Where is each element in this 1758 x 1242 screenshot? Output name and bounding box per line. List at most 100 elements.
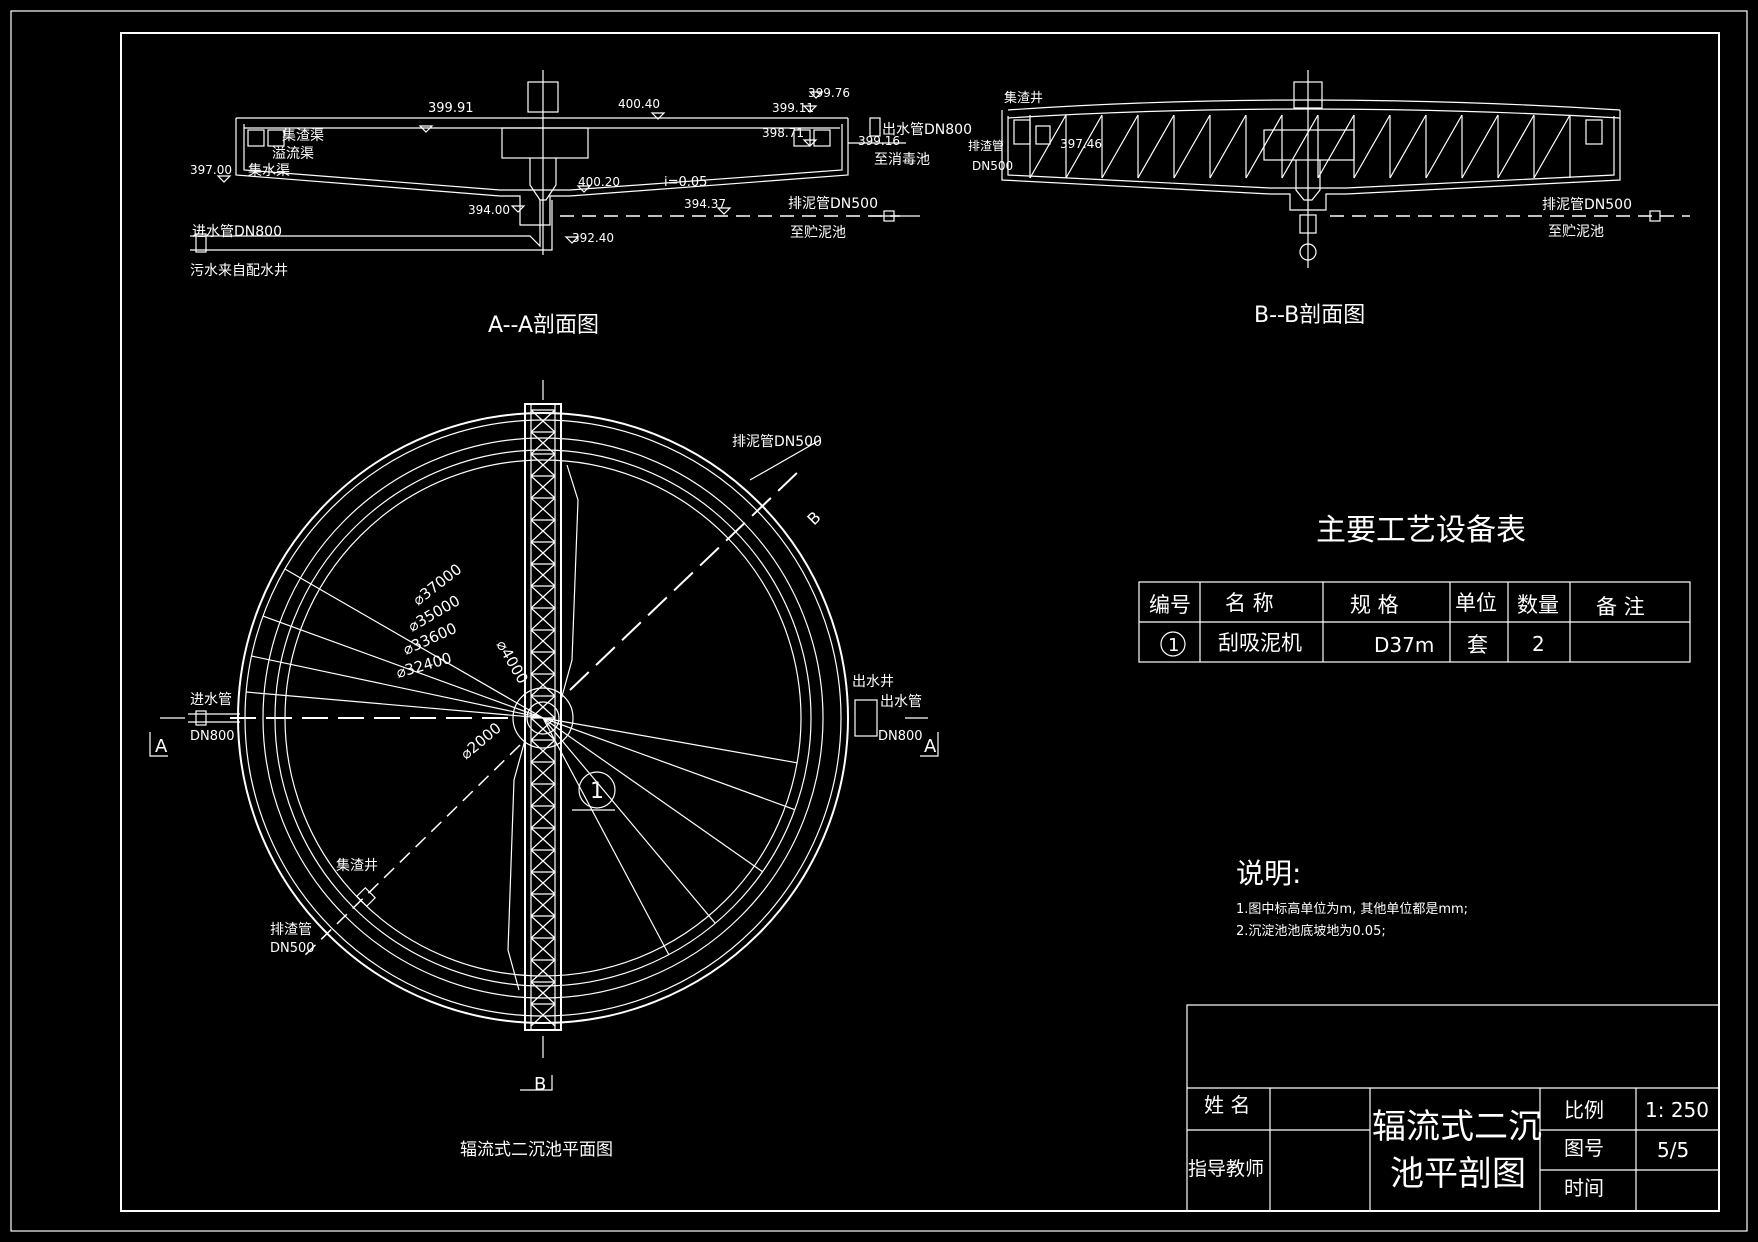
inner-border: [120, 32, 1720, 1212]
bb-scum-well: 集渣井: [1004, 90, 1043, 106]
bb-dn500: DN500: [972, 159, 1013, 173]
section-aa-title: A--A剖面图: [488, 313, 599, 338]
equipment-table: 主要工艺设备表 编号 名 称 规 格 单位 数量 备 注 1 刮吸泥机 D37m…: [1138, 513, 1691, 663]
bridge-diagonal: [530, 585, 556, 609]
bridge-diagonal: [530, 849, 556, 873]
bridge-diagonal: [530, 563, 556, 587]
plan-section-a-right: A: [924, 736, 937, 757]
bridge-diagonal: [530, 739, 556, 763]
dim-2000: ⌀2000: [457, 719, 505, 763]
truss-diagonal: [1281, 114, 1319, 179]
bridge-diagonal: [530, 959, 556, 983]
truss-diagonal: [1173, 114, 1211, 179]
bridge-diagonal: [530, 937, 556, 961]
tb-title-line2: 池平剖图: [1390, 1154, 1526, 1194]
elev-392-40: 392.40: [572, 231, 614, 245]
item-callout: [578, 771, 616, 809]
bridge-diagonal: [530, 783, 556, 807]
td-unit: 套: [1467, 633, 1488, 657]
bb-scum-pipe: 排渣管: [968, 138, 1004, 153]
plan-view: ⌀37000 ⌀35000 ⌀33600 ⌀32400 ⌀4000 ⌀2000 …: [149, 380, 939, 1160]
tb-scale-label: 比例: [1564, 1098, 1604, 1122]
td-spec: D37m: [1374, 633, 1434, 657]
plan-section-b-top: B: [803, 508, 824, 529]
bridge-diagonal: [530, 607, 556, 631]
bb-sludge-pipe: 排泥管DN500: [1542, 197, 1632, 213]
truss-diagonal: [1497, 114, 1535, 179]
title-block: 姓 名 指导教师 辐流式二沉 池平剖图 比例 1: 250 图号 5/5 时间: [1186, 1004, 1720, 1212]
bb-elev: 397.46: [1060, 137, 1102, 151]
tb-time-label: 时间: [1564, 1176, 1604, 1200]
elev-399-91: 399.91: [428, 101, 474, 116]
th-qty: 数量: [1517, 593, 1559, 617]
plan-title: 辐流式二沉池平面图: [460, 1140, 613, 1160]
truss-diagonal: [1533, 114, 1571, 179]
section-aa: 399.91 400.40 399.76 399.11 398.71 399.1…: [190, 70, 972, 338]
truss-diagonal: [1461, 114, 1499, 179]
plan-scum-dn: DN500: [270, 941, 315, 956]
note-2: 2.沉淀池池底坡地为0.05;: [1236, 923, 1386, 939]
bridge-diagonal: [530, 497, 556, 521]
elev-394-37: 394.37: [684, 197, 726, 211]
plan-inlet: 进水管: [190, 692, 232, 708]
equipment-title: 主要工艺设备表: [1316, 513, 1526, 548]
radial-line: [284, 568, 544, 719]
td-name: 刮吸泥机: [1218, 631, 1302, 655]
plan-scum-pipe: 排渣管: [270, 922, 312, 938]
truss-diagonal: [1101, 114, 1139, 179]
label-from-distribution: 污水来自配水井: [190, 263, 288, 279]
bridge-diagonal: [530, 519, 556, 543]
truss-diagonal: [1353, 114, 1391, 179]
bridge-diagonal: [530, 871, 556, 895]
bridge-diagonal: [530, 651, 556, 675]
elev-400-40: 400.40: [618, 97, 660, 111]
bridge-diagonal: [530, 805, 556, 829]
tb-scale-value: 1: 250: [1645, 1098, 1709, 1122]
th-spec: 规 格: [1350, 593, 1399, 617]
tb-teacher-label: 指导教师: [1188, 1158, 1264, 1180]
radial-line: [542, 717, 670, 955]
bridge-diagonal: [530, 629, 556, 653]
dim-32400: ⌀32400: [394, 649, 454, 682]
plan-outlet-dn: DN800: [878, 729, 923, 744]
bridge-diagonal: [530, 893, 556, 917]
radial-line: [542, 717, 763, 873]
plan-inlet-dn: DN800: [190, 729, 235, 744]
truss-diagonal: [1029, 114, 1067, 179]
radial-line: [251, 655, 544, 719]
plan-sludge-pipe: 排泥管DN500: [732, 434, 822, 450]
tb-title-line1: 辐流式二沉: [1372, 1107, 1542, 1147]
elev-399-76: 399.76: [808, 86, 850, 100]
label-to-sludge-tank: 至贮泥池: [790, 225, 846, 241]
plan-scum-well: 集渣井: [336, 857, 378, 874]
bridge-diagonal: [530, 695, 556, 719]
bb-to-sludge-tank: 至贮泥池: [1548, 224, 1604, 240]
outer-border: [10, 10, 1748, 1232]
radial-line: [542, 717, 798, 764]
bridge-diagonal: [530, 981, 556, 1005]
label-overflow: 溢流渠: [272, 146, 314, 162]
tb-drawing-no-value: 5/5: [1657, 1138, 1689, 1162]
label-scum-trough: 集渣渠: [282, 127, 324, 144]
bridge-diagonal: [530, 761, 556, 785]
label-to-disinfection: 至消毒池: [874, 152, 930, 168]
bridge-diagonal: [530, 475, 556, 499]
tb-name-label: 姓 名: [1204, 1093, 1250, 1117]
bridge-diagonal: [530, 915, 556, 939]
truss-diagonal: [1137, 114, 1175, 179]
tb-drawing-no-label: 图号: [1564, 1136, 1604, 1160]
truss-diagonal: [1209, 114, 1247, 179]
truss-diagonal: [1389, 114, 1427, 179]
bridge-diagonal: [530, 409, 556, 433]
elev-397-00: 397.00: [190, 163, 232, 177]
bridge-diagonal: [530, 673, 556, 697]
th-name: 名 称: [1225, 591, 1274, 615]
radial-line: [542, 717, 796, 811]
plan-section-b-bottom: B: [534, 1074, 546, 1095]
label-collection: 集水渠: [248, 162, 290, 179]
radial-line: [262, 615, 544, 719]
th-remark: 备 注: [1596, 595, 1645, 619]
td-no: 1: [1168, 635, 1179, 656]
label-inlet-pipe: 进水管DN800: [192, 224, 282, 240]
